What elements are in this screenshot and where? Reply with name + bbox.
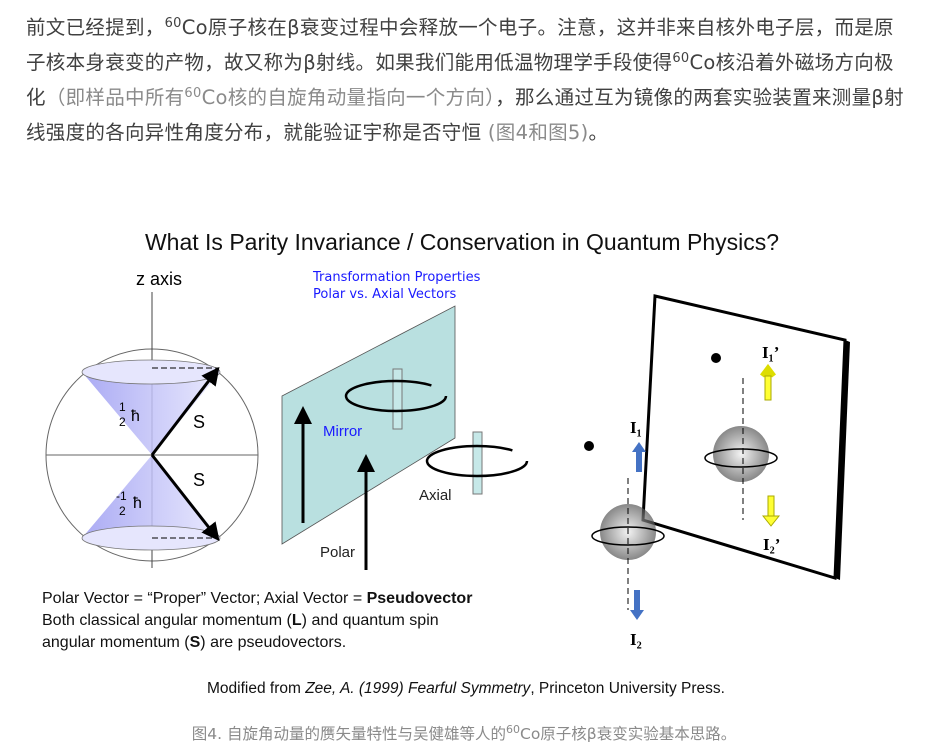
fraction-num: 1 <box>119 400 126 414</box>
polar-label: Polar <box>320 544 355 561</box>
spin-label-down: S <box>193 470 205 490</box>
z-axis-label: z axis <box>136 269 182 289</box>
figure-credit: Modified from Zee, A. (1999) Fearful Sym… <box>207 680 725 697</box>
I1-label: I₁ <box>630 418 642 437</box>
figure-caption: 图4. 自旋角动量的赝矢量特性与吴健雄等人的60Co原子核β衰变实验基本思路。 <box>191 723 737 743</box>
angular-momentum-note-2: angular momentum (S) are pseudovectors. <box>42 634 346 651</box>
fraction-den: 2 <box>119 504 126 518</box>
hbar-symbol: ħ <box>133 495 142 512</box>
I2-prime-label: I₂’ <box>763 535 780 554</box>
spin-label-up: S <box>193 412 205 432</box>
axial-label: Axial <box>419 487 452 504</box>
hbar-symbol: ħ <box>131 408 140 425</box>
mirror-diagram: Transformation Properties Polar vs. Axia… <box>281 270 529 570</box>
angular-momentum-note: Both classical angular momentum (L) and … <box>42 612 439 629</box>
spin-sphere-diagram: z axis S S 1 2 ħ -1 2 ħ <box>45 269 259 568</box>
article-paragraph: 前文已经提到，60Co原子核在β衰变过程中会释放一个电子。注意，这并非来自核外电… <box>26 16 904 144</box>
I2-label: I₂ <box>630 630 642 649</box>
fraction-den: 2 <box>119 415 126 429</box>
fraction-num-neg: -1 <box>116 489 127 503</box>
parenthetical: （即样品中所有60Co核的自旋角动量指向一个方向） <box>45 86 496 109</box>
figure-title: What Is Parity Invariance / Conservation… <box>145 229 779 255</box>
figure-reference-link[interactable]: (图4和图5) <box>481 121 589 144</box>
transform-title: Transformation Properties <box>312 270 481 285</box>
polar-axial-note: Polar Vector = “Proper” Vector; Axial Ve… <box>42 590 472 607</box>
I1-prime-label: I₁’ <box>762 343 779 362</box>
transform-subtitle: Polar vs. Axial Vectors <box>313 287 456 302</box>
mirror-label: Mirror <box>323 423 362 440</box>
wu-experiment-diagram: I₁ I₁’ I₂ I₂’ <box>584 294 850 649</box>
